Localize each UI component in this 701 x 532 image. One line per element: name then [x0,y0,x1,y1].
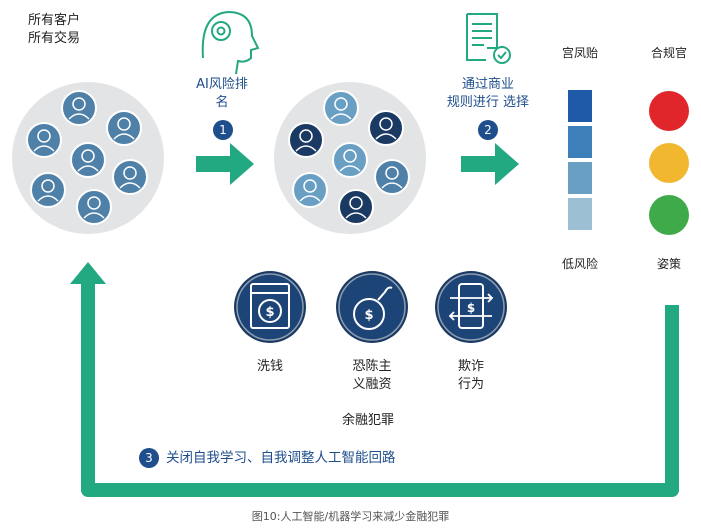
risk-scale-bottom-label: 低风险 [561,257,598,271]
phone-exchange-dollar-icon: $ [435,271,507,343]
policy-bottom-label: 姿策 [656,257,681,271]
crime-label-fraud-line1: 欺诈 [457,359,484,374]
step3-number: 3 [145,451,153,465]
svg-text:$: $ [467,301,475,315]
washing-machine-dollar-icon: $ [234,271,306,343]
risk-scale-top-label: 宫凤贻 [561,46,598,60]
population-label-transactions: 所有交易 [28,31,81,46]
crime-label-fraud-line2: 行为 [457,377,484,392]
policy-yellow-circle [649,143,689,183]
risk-block-4 [568,198,592,230]
step2-label-line1: 通过商业 [461,77,514,92]
step1-arrow [196,143,254,185]
crime-group-label: 余融犯罪 [341,413,394,428]
ai-head-gear-icon [201,10,260,75]
crime-label-terror-financing-line2: 义融资 [352,377,392,392]
feedback-loop-arrowhead [70,262,106,284]
step1-badge [213,120,233,140]
population-label-customers: 所有客户 [28,13,81,28]
policy-red-circle [649,91,689,131]
step2-number: 2 [484,123,492,137]
policy-green-circle [649,195,689,235]
crime-label-terror-financing-line1: 恐陈主 [352,359,392,374]
step3-badge [139,448,159,468]
step1-number: 1 [219,123,227,137]
step1-label-line2: 名 [215,95,229,110]
risk-block-2 [568,126,592,158]
step3-label: 关闭自我学习、自我调整人工智能回路 [166,450,396,466]
customer-icons-all [26,90,148,225]
step2-arrow [461,143,519,185]
step1-label-line1: AI风险排 [196,77,248,92]
step2-label-line2: 规则进行 选择 [446,95,530,110]
risk-block-1 [568,90,592,122]
document-check-icon [466,13,511,64]
risk-block-3 [568,162,592,194]
svg-text:$: $ [364,308,373,323]
feedback-loop-arrow [81,282,679,497]
step2-badge [478,120,498,140]
crime-label-money-laundering: 洗钱 [256,359,283,374]
figure-caption: 图10:人工智能/机器学习来减少金融犯罪 [251,510,450,523]
bomb-dollar-icon: $ [336,271,408,343]
svg-text:$: $ [265,305,274,320]
customer-icons-ranked [288,90,410,225]
policy-top-label: 合规官 [650,46,687,60]
